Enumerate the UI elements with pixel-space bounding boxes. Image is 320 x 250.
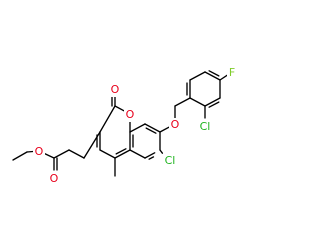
bond-layer (12, 70, 229, 177)
atom-f-benzyl-label: F (229, 66, 235, 79)
bond-line (129, 123, 146, 133)
bond-line (114, 105, 126, 112)
atom-cl-coumarin-label: Cl (165, 154, 176, 167)
atom-o-lactone-carbonyl: O (109, 83, 121, 97)
bond-line (99, 149, 116, 159)
atom-o-lactone-carbonyl-label: O (111, 83, 120, 96)
atom-cl-benzyl: Cl (197, 120, 213, 134)
atom-o-ester-ether-label: O (35, 145, 44, 158)
molecule-structure-diagram: O O O O O Cl Cl F (12, 66, 237, 186)
bond-line (115, 148, 127, 155)
bond-line (129, 149, 146, 159)
bond-line (144, 123, 161, 133)
atom-o-ester-carbonyl: O (48, 172, 60, 186)
atom-o-ester-ether: O (33, 145, 45, 159)
atom-cl-coumarin: Cl (162, 154, 178, 168)
bond-line (12, 151, 28, 161)
bond-line (53, 149, 70, 159)
atom-o-ring-label: O (126, 108, 135, 121)
bond-line (204, 71, 221, 81)
bond-line (68, 149, 85, 159)
bond-line (43, 152, 55, 159)
bond-line (159, 149, 164, 154)
atom-o-ring: O (124, 108, 136, 122)
bond-line (204, 97, 221, 107)
atom-f-benzyl: F (227, 66, 237, 80)
atom-label-layer: O O O O O Cl Cl F (33, 66, 237, 186)
atom-o-aryl-ether: O (169, 118, 181, 132)
bond-line (26, 150, 34, 153)
bond-line (145, 127, 157, 134)
atom-cl-benzyl-label: Cl (200, 120, 211, 133)
atom-o-ester-carbonyl-label: O (50, 172, 59, 185)
bond-line (114, 149, 131, 159)
bond-line (219, 74, 229, 81)
bond-line (208, 70, 220, 77)
atom-o-aryl-ether-label: O (171, 118, 180, 131)
bond-line (148, 156, 155, 160)
bond-line (174, 97, 191, 107)
bond-line (189, 71, 206, 81)
bond-line (159, 126, 171, 133)
bond-line (144, 152, 156, 159)
bond-line (189, 97, 206, 107)
bond-line (208, 101, 220, 108)
bond-line (99, 105, 116, 133)
